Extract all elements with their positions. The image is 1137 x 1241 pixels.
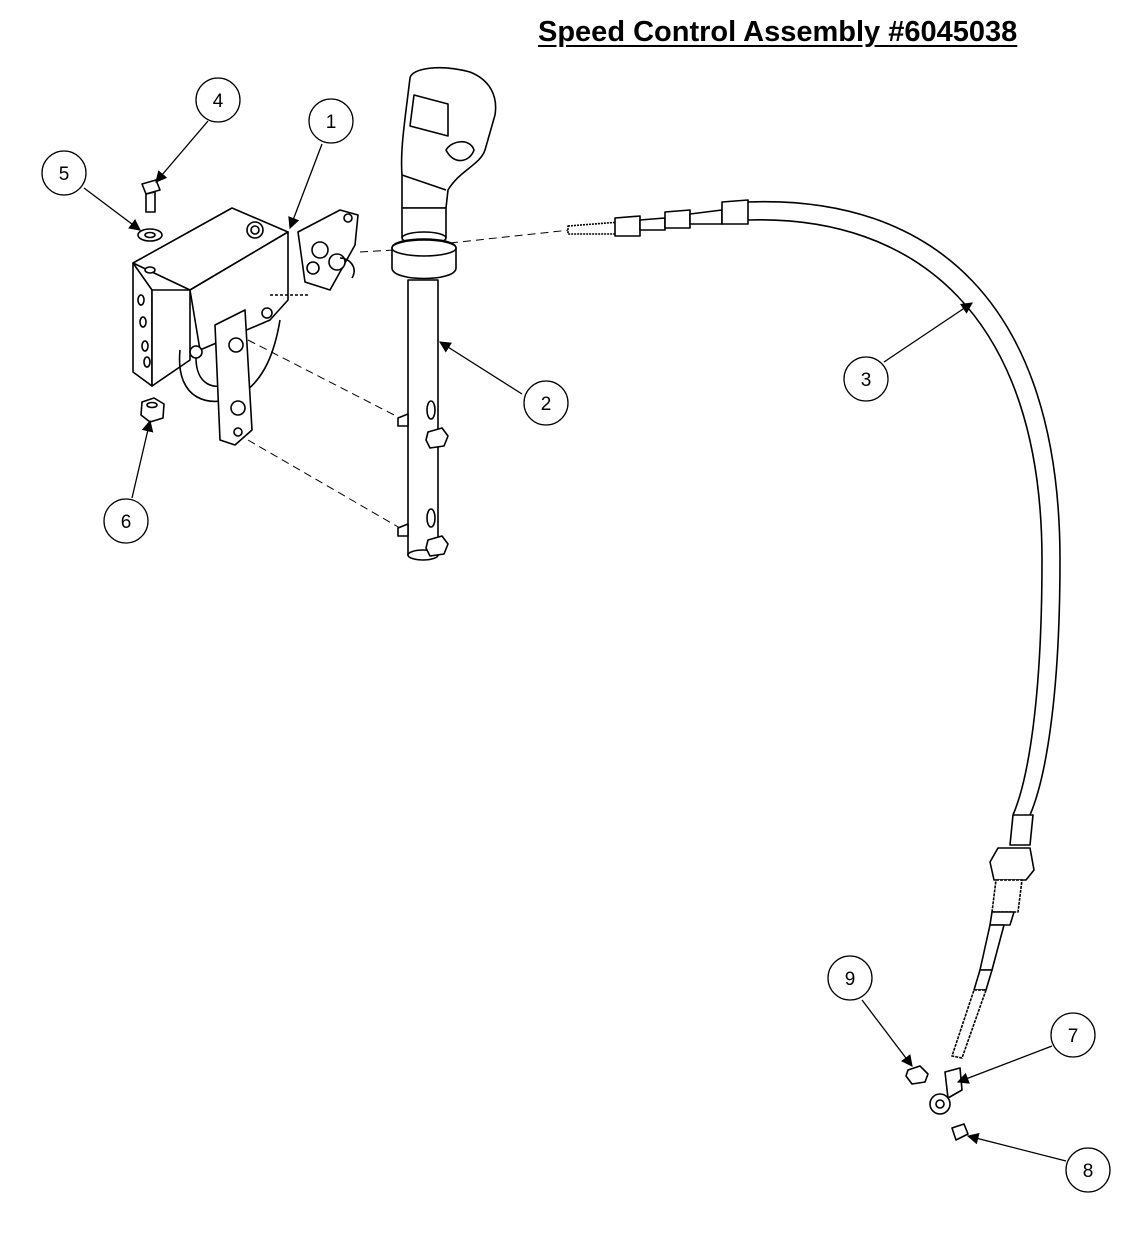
callout-5-label: 5 xyxy=(59,164,70,185)
leader-6 xyxy=(131,419,154,499)
callout-balloons: 1 2 3 4 5 6 7 8 9 xyxy=(41,77,1111,1193)
callout-8-label: 8 xyxy=(1083,1161,1094,1182)
leader-2 xyxy=(439,341,523,395)
callout-9: 9 xyxy=(827,955,873,1001)
callout-8: 8 xyxy=(1065,1147,1111,1193)
leader-7 xyxy=(956,1045,1053,1084)
callout-5: 5 xyxy=(41,150,87,196)
callout-7: 7 xyxy=(1050,1012,1096,1058)
leader-9 xyxy=(861,999,913,1067)
callout-7-label: 7 xyxy=(1068,1026,1079,1047)
callout-4-label: 4 xyxy=(213,91,224,112)
leader-4 xyxy=(155,120,209,183)
leader-5 xyxy=(83,187,141,231)
speed-control-cable xyxy=(567,199,1061,1059)
hardware-parts xyxy=(137,179,969,1141)
callout-3: 3 xyxy=(843,356,889,402)
control-lever xyxy=(391,66,497,561)
assembly-guide-lines xyxy=(247,229,571,529)
leader-8 xyxy=(966,1132,1067,1162)
callout-2: 2 xyxy=(523,380,569,426)
leader-1 xyxy=(288,143,323,230)
callout-6: 6 xyxy=(103,498,149,544)
leader-3 xyxy=(883,302,973,363)
callout-1: 1 xyxy=(308,98,354,144)
callout-3-label: 3 xyxy=(861,370,872,391)
callout-2-label: 2 xyxy=(541,394,552,415)
callout-4: 4 xyxy=(195,77,241,123)
diagram-title: Speed Control Assembly #6045038 xyxy=(538,16,1018,48)
control-bracket xyxy=(132,207,359,446)
callout-1-label: 1 xyxy=(326,112,337,133)
callout-leaders xyxy=(83,120,1067,1162)
callout-9-label: 9 xyxy=(845,969,856,990)
callout-6-label: 6 xyxy=(121,512,132,533)
